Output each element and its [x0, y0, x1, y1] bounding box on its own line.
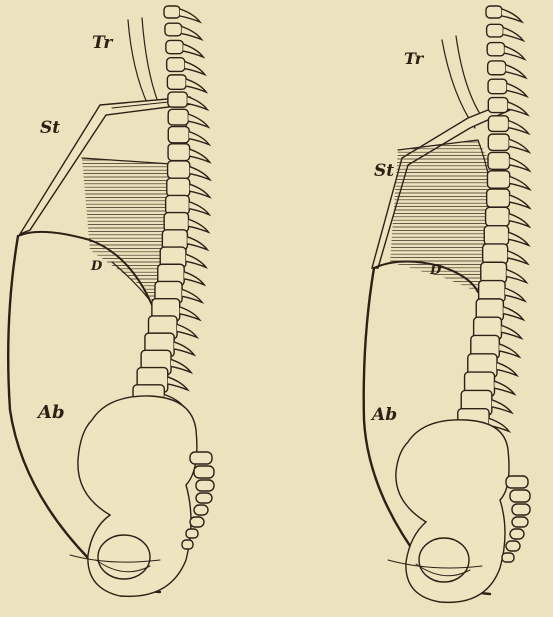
vertebra — [486, 207, 510, 226]
label-ab-right: Ab — [370, 405, 397, 425]
spinous-process — [507, 83, 527, 96]
spinous-process — [509, 139, 529, 152]
spine-right — [454, 6, 529, 453]
vertebra — [487, 171, 509, 188]
left-figure: Tr St D Ab — [8, 6, 214, 596]
label-ab-left: Ab — [36, 402, 65, 423]
spinous-process — [509, 214, 529, 227]
label-tr-right: Tr — [404, 49, 425, 68]
vertebra — [488, 61, 506, 75]
spinous-process — [184, 272, 204, 285]
spinous-process — [174, 342, 194, 355]
vertebra — [484, 226, 508, 245]
spinous-process — [508, 251, 528, 264]
diaphragm-left — [18, 232, 152, 305]
spinous-process — [505, 46, 525, 59]
label-st-right: St — [374, 161, 394, 181]
vertebra — [164, 6, 180, 18]
vertebra — [167, 178, 190, 196]
spinous-process — [183, 44, 203, 57]
spinous-process — [501, 325, 521, 338]
spinous-process — [510, 195, 530, 208]
spinous-process — [507, 270, 527, 283]
vertebra — [487, 43, 504, 56]
spinous-process — [505, 288, 525, 301]
spinous-process — [180, 9, 200, 22]
vertebra — [488, 116, 508, 132]
vertebra — [488, 134, 509, 150]
spinous-process — [177, 324, 197, 337]
vertebra — [168, 92, 187, 107]
diaphragm-right — [374, 261, 478, 292]
spinous-process — [187, 237, 207, 250]
vertebra — [165, 23, 182, 36]
spinous-process — [180, 307, 200, 320]
spinous-process — [190, 184, 210, 197]
spinous-process — [503, 28, 523, 41]
vertebra — [483, 244, 508, 264]
spinous-process — [186, 79, 206, 92]
vertebra — [166, 40, 183, 53]
spinous-process — [187, 97, 207, 110]
spinous-process — [182, 289, 202, 302]
vertebra — [481, 262, 507, 283]
vertebra — [168, 144, 190, 161]
spine-left — [129, 6, 210, 428]
spinous-process — [492, 400, 512, 413]
pelvis-right — [388, 420, 509, 603]
vertebra — [168, 109, 188, 125]
vertebra — [487, 189, 510, 207]
spinous-process — [186, 254, 206, 267]
spinous-process — [494, 381, 514, 394]
spinous-process — [190, 149, 210, 162]
right-figure: Tr St D Ab — [364, 6, 530, 602]
spinous-process — [189, 132, 209, 145]
spinous-process — [171, 359, 191, 372]
spinous-process — [509, 121, 529, 134]
spinous-process — [508, 102, 528, 115]
trachea-left — [128, 18, 158, 105]
spinous-process — [188, 114, 208, 127]
spinous-process — [497, 363, 517, 376]
spinous-process — [182, 27, 202, 40]
spinous-process — [502, 9, 522, 22]
pelvis-left — [70, 396, 197, 596]
spinous-process — [189, 219, 209, 232]
spinous-process — [510, 176, 530, 189]
vertebra — [168, 127, 189, 143]
vertebra — [487, 24, 504, 37]
spinous-process — [506, 65, 526, 78]
spinous-process — [168, 377, 188, 390]
vertebra — [486, 6, 502, 18]
spinous-process — [185, 62, 205, 75]
vertebra — [164, 213, 188, 232]
vertebra — [488, 98, 507, 113]
spinous-process — [189, 202, 209, 215]
vertebra — [488, 152, 510, 169]
vertebra — [168, 161, 190, 178]
vertebra — [166, 195, 190, 214]
vertebra — [167, 75, 186, 89]
label-d-right: D — [429, 263, 442, 278]
label-d-left: D — [90, 259, 103, 274]
spinous-process — [190, 167, 210, 180]
spinous-process — [503, 307, 523, 320]
spinous-process — [499, 344, 519, 357]
label-tr-left: Tr — [92, 33, 113, 53]
spinous-process — [510, 158, 530, 171]
vertebra — [488, 79, 507, 93]
vertebra — [167, 58, 185, 72]
spinous-process — [509, 232, 529, 245]
label-st-left: St — [40, 118, 60, 138]
